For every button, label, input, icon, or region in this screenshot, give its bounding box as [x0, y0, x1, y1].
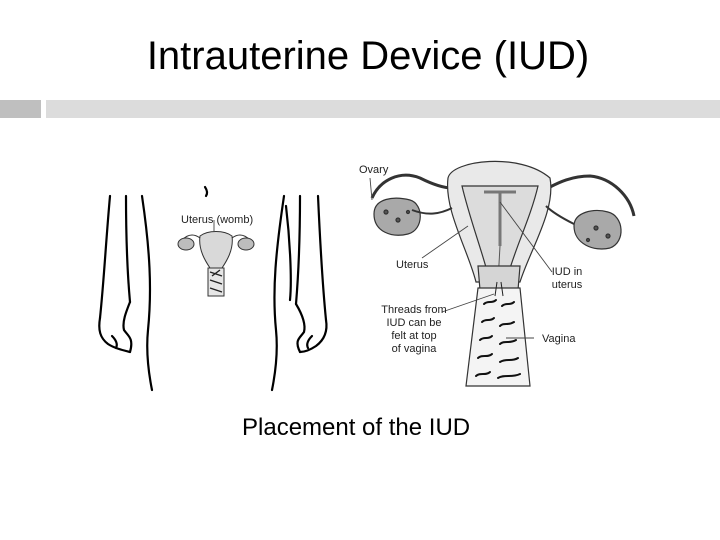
title-rule-accent: [0, 100, 41, 118]
label-uterus-womb: Uterus (womb): [181, 214, 254, 226]
figure-caption: Placement of the IUD: [242, 414, 471, 441]
label-threads-line1: Threads from: [381, 304, 447, 316]
vaginal-rugae: [475, 299, 521, 379]
label-threads-line3: felt at top: [391, 330, 437, 342]
label-iud-line2: uterus: [551, 279, 583, 291]
large-uterus-diagram: [370, 160, 636, 387]
title-rule-bar: [46, 100, 720, 118]
slide-title: Intrauterine Device (IUD): [146, 34, 590, 78]
label-ovary: Ovary: [359, 164, 389, 176]
label-iud-in-uterus: IUD in uterus: [544, 266, 590, 292]
label-iud-line1: IUD in: [551, 266, 583, 278]
leader-ovary: [369, 177, 373, 201]
label-vagina: Vagina: [542, 333, 576, 345]
label-threads-line4: of vagina: [391, 343, 437, 355]
leader-threads: [441, 293, 495, 313]
leader-lines: [213, 177, 553, 339]
label-threads-line2: IUD can be: [386, 317, 442, 329]
leader-uterus: [421, 225, 469, 259]
body-outline-figure: [98, 185, 328, 392]
leader-iud: [499, 201, 553, 273]
label-uterus: Uterus: [396, 259, 429, 271]
label-threads: Threads from IUD can be felt at top of v…: [372, 304, 456, 356]
small-uterus: [177, 231, 255, 297]
